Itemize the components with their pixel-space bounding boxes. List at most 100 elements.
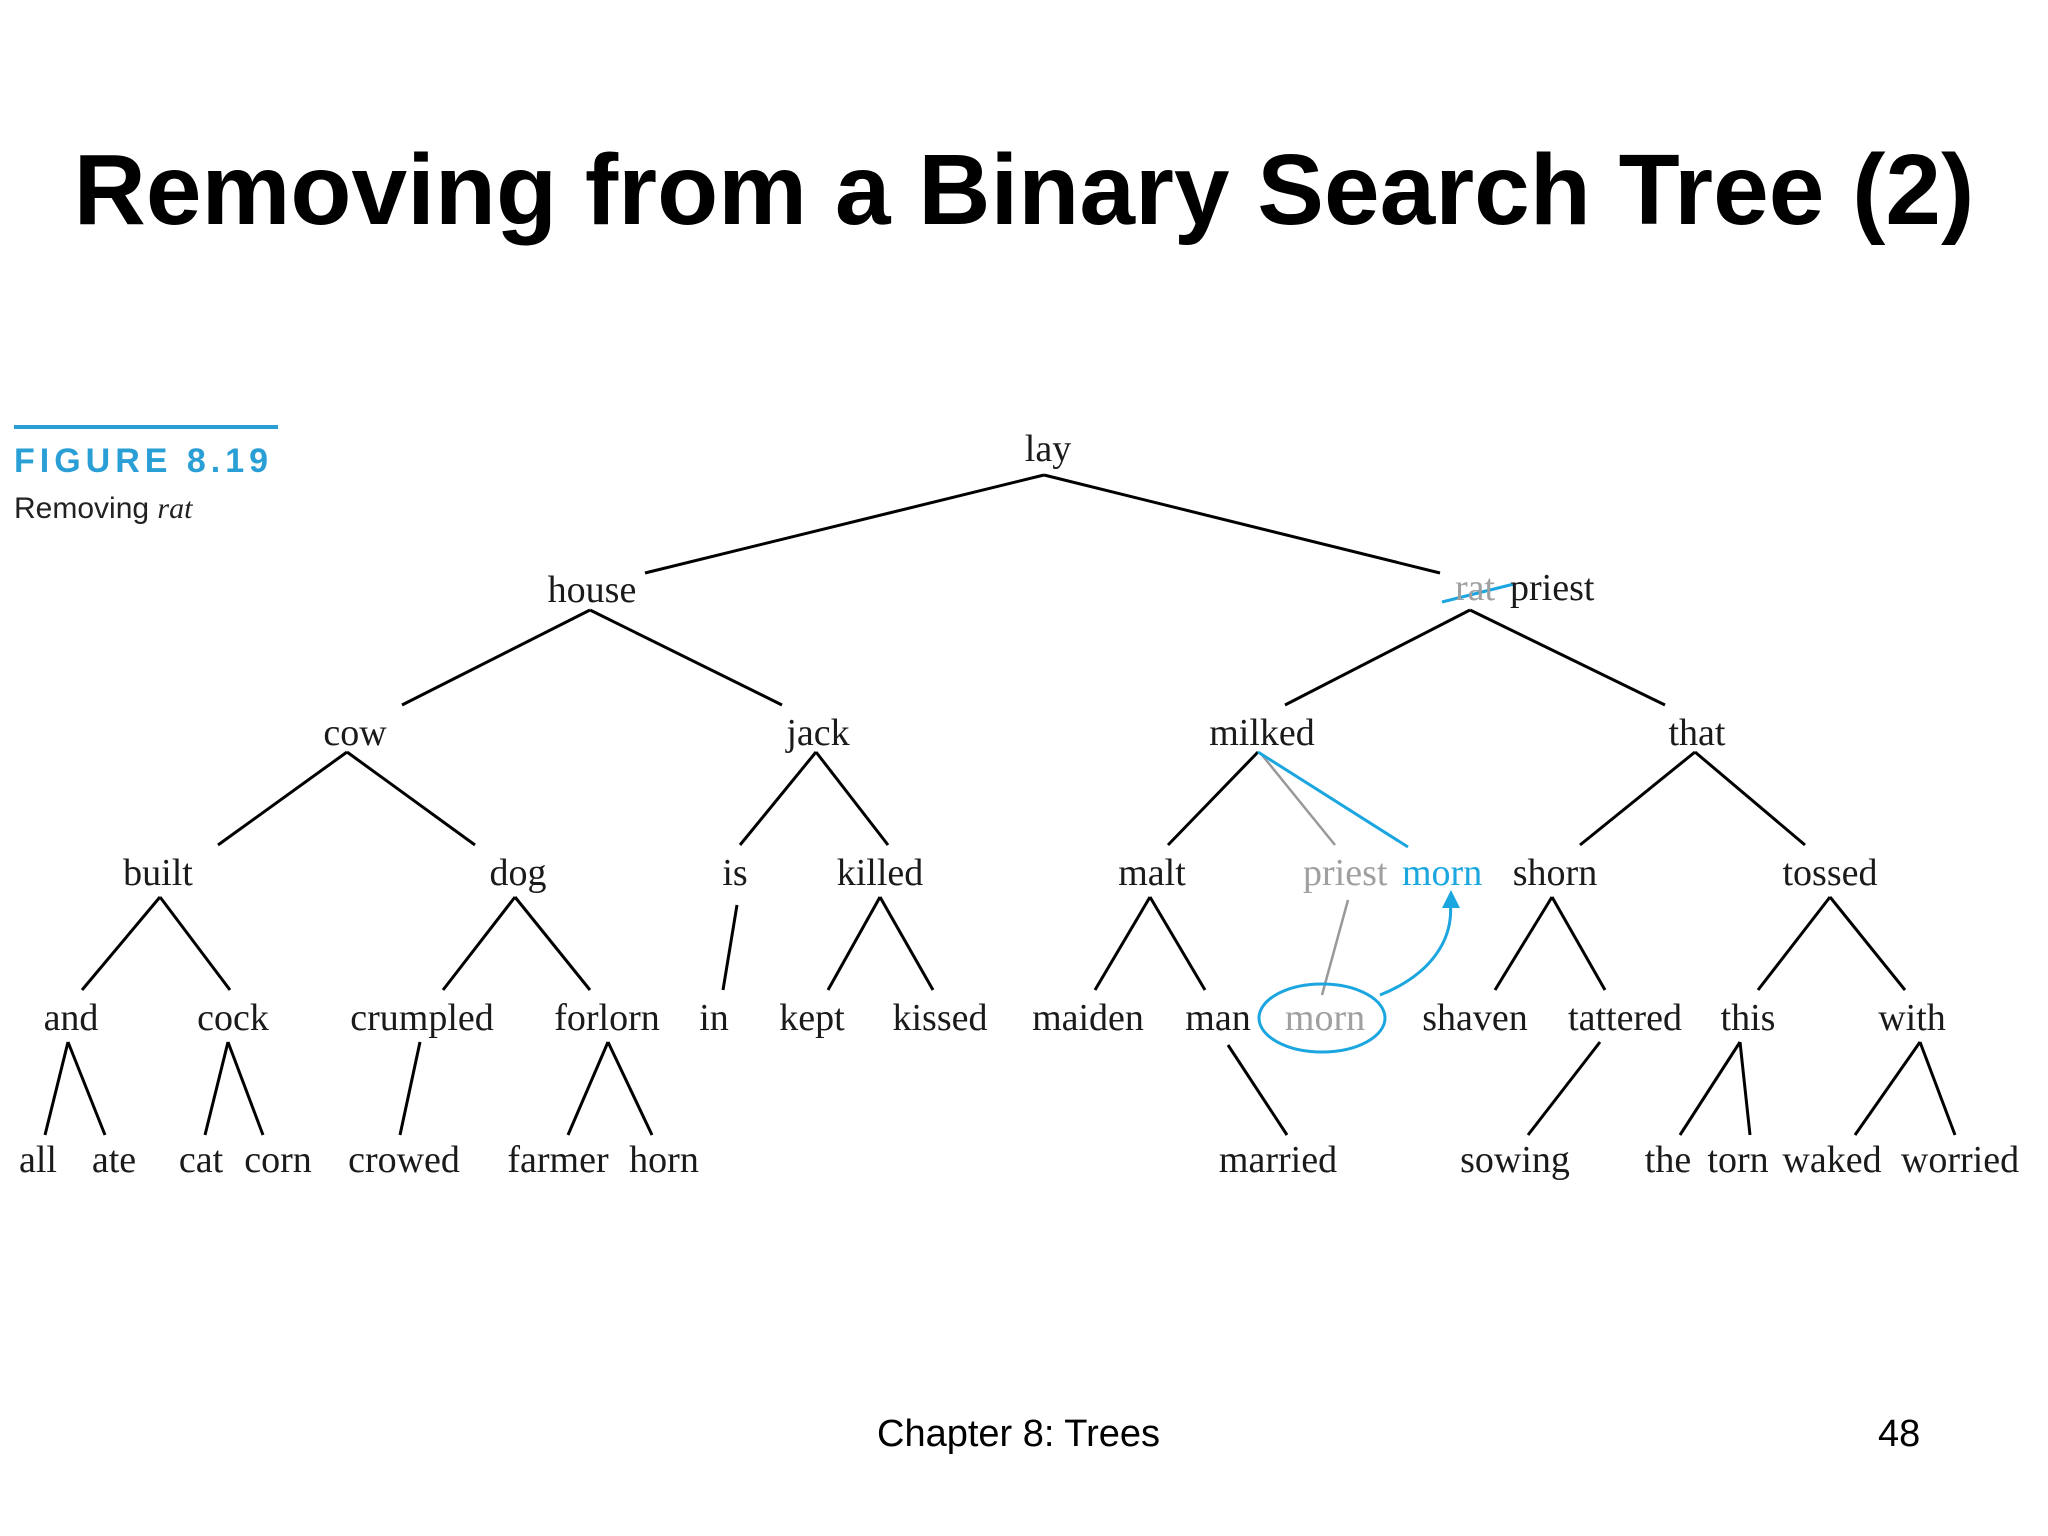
rat-strikethrough xyxy=(1441,582,1515,604)
edge-priest-morn-removed xyxy=(1320,899,1350,996)
node-crowed: crowed xyxy=(348,1139,460,1181)
edge-malt-maiden xyxy=(1093,896,1152,991)
node-man: man xyxy=(1185,997,1250,1039)
node-worried: worried xyxy=(1901,1139,2019,1181)
slide-title: Removing from a Binary Search Tree (2) xyxy=(73,134,1975,246)
node-kissed: kissed xyxy=(893,997,988,1039)
edge-dog-forlorn xyxy=(513,896,592,991)
morn-move-arrow xyxy=(1379,899,1453,997)
figure-caption-word: rat xyxy=(157,492,193,525)
edge-killed-kept xyxy=(826,896,882,991)
node-jack: jack xyxy=(784,712,849,754)
node-in: in xyxy=(699,997,729,1039)
edge-crumpled-crowed xyxy=(398,1041,422,1136)
edge-man-married xyxy=(1226,1044,1289,1136)
edge-dog-crumpled xyxy=(441,896,517,991)
edge-and-all xyxy=(43,1041,70,1136)
edge-cow-built xyxy=(217,750,348,847)
edge-built-cock xyxy=(158,896,232,991)
edge-that-tossed xyxy=(1694,750,1806,847)
node-corn: corn xyxy=(244,1139,312,1181)
edge-shorn-tattered xyxy=(1550,896,1607,991)
node-is: is xyxy=(722,852,747,894)
node-cat: cat xyxy=(179,1139,224,1181)
node-waked: waked xyxy=(1782,1139,1881,1181)
node-tattered: tattered xyxy=(1568,997,1682,1039)
edge-with-waked xyxy=(1853,1041,1922,1136)
node-this: this xyxy=(1721,997,1776,1039)
edge-jack-is xyxy=(738,751,818,846)
edge-milked-morn-new xyxy=(1257,750,1409,849)
edge-cock-corn xyxy=(226,1041,265,1136)
edge-forlorn-horn xyxy=(606,1041,654,1136)
node-the: the xyxy=(1645,1139,1691,1181)
edge-malt-man xyxy=(1148,896,1207,991)
node-horn: horn xyxy=(629,1139,699,1181)
node-crumpled: crumpled xyxy=(350,997,494,1039)
edge-and-ate xyxy=(66,1041,107,1136)
node-built: built xyxy=(123,852,193,894)
edge-is-in xyxy=(721,904,739,991)
node-killed: killed xyxy=(837,852,924,894)
edge-cock-cat xyxy=(203,1041,230,1136)
edge-milked-priest-removed xyxy=(1261,754,1336,846)
node-dog: dog xyxy=(490,852,547,894)
node-torn: torn xyxy=(1707,1139,1768,1181)
node-farmer: farmer xyxy=(507,1139,609,1181)
edge-milked-malt xyxy=(1166,750,1260,847)
node-forlorn: forlorn xyxy=(554,997,660,1039)
figure-label: FIGURE 8.19 xyxy=(14,442,274,480)
edge-priest-that xyxy=(1469,608,1666,707)
tree-edges xyxy=(43,473,1957,1136)
node-kept: kept xyxy=(779,997,845,1039)
edge-tossed-with xyxy=(1828,896,1907,991)
node-house: house xyxy=(548,569,637,611)
edge-built-and xyxy=(80,896,162,991)
edge-jack-killed xyxy=(814,751,890,846)
tree-nodes: lay house rat priest cow jack milked tha… xyxy=(19,428,2019,1181)
figure-caption-prefix: Removing xyxy=(14,492,158,525)
node-sowing: sowing xyxy=(1460,1139,1570,1181)
edge-this-torn xyxy=(1738,1041,1752,1136)
node-ate: ate xyxy=(92,1139,136,1181)
edge-tattered-sowing xyxy=(1526,1041,1602,1136)
node-all: all xyxy=(19,1139,57,1181)
node-malt: malt xyxy=(1118,852,1186,894)
node-that: that xyxy=(1669,712,1726,754)
node-morn-removed: morn xyxy=(1285,997,1365,1039)
node-rat-removed: rat xyxy=(1455,567,1496,609)
node-shaven: shaven xyxy=(1422,997,1528,1039)
edge-priest-milked xyxy=(1284,608,1471,707)
edge-with-worried xyxy=(1918,1041,1957,1136)
edge-lay-priest xyxy=(1043,473,1441,575)
edge-shorn-shaven xyxy=(1493,896,1554,991)
edge-tossed-this xyxy=(1756,896,1832,991)
figure-rule xyxy=(14,425,278,429)
edge-house-cow xyxy=(401,608,591,707)
node-cock: cock xyxy=(197,997,269,1039)
edge-this-the xyxy=(1678,1041,1742,1136)
node-with: with xyxy=(1878,997,1946,1039)
node-married: married xyxy=(1219,1139,1337,1181)
node-priest-removed: priest xyxy=(1303,852,1388,894)
morn-circle-highlight xyxy=(1257,982,1387,1054)
node-milked: milked xyxy=(1209,712,1315,754)
removal-highlight xyxy=(1257,582,1515,1054)
edge-forlorn-farmer xyxy=(566,1041,610,1136)
edge-cow-dog xyxy=(346,750,476,847)
node-lay: lay xyxy=(1025,428,1071,470)
node-shorn: shorn xyxy=(1513,852,1597,894)
figure-caption: Removing rat xyxy=(14,492,192,526)
node-tossed: tossed xyxy=(1783,852,1878,894)
edge-lay-house xyxy=(644,473,1045,575)
morn-move-arrowhead xyxy=(1442,890,1460,908)
edge-house-jack xyxy=(589,608,783,707)
footer-page-number: 48 xyxy=(1878,1413,1921,1455)
node-morn-replacement: morn xyxy=(1402,852,1482,894)
node-maiden: maiden xyxy=(1032,997,1144,1039)
node-priest-replacement: priest xyxy=(1510,567,1595,609)
footer-chapter: Chapter 8: Trees xyxy=(877,1413,1161,1455)
node-and: and xyxy=(44,997,99,1039)
node-cow: cow xyxy=(323,712,387,754)
